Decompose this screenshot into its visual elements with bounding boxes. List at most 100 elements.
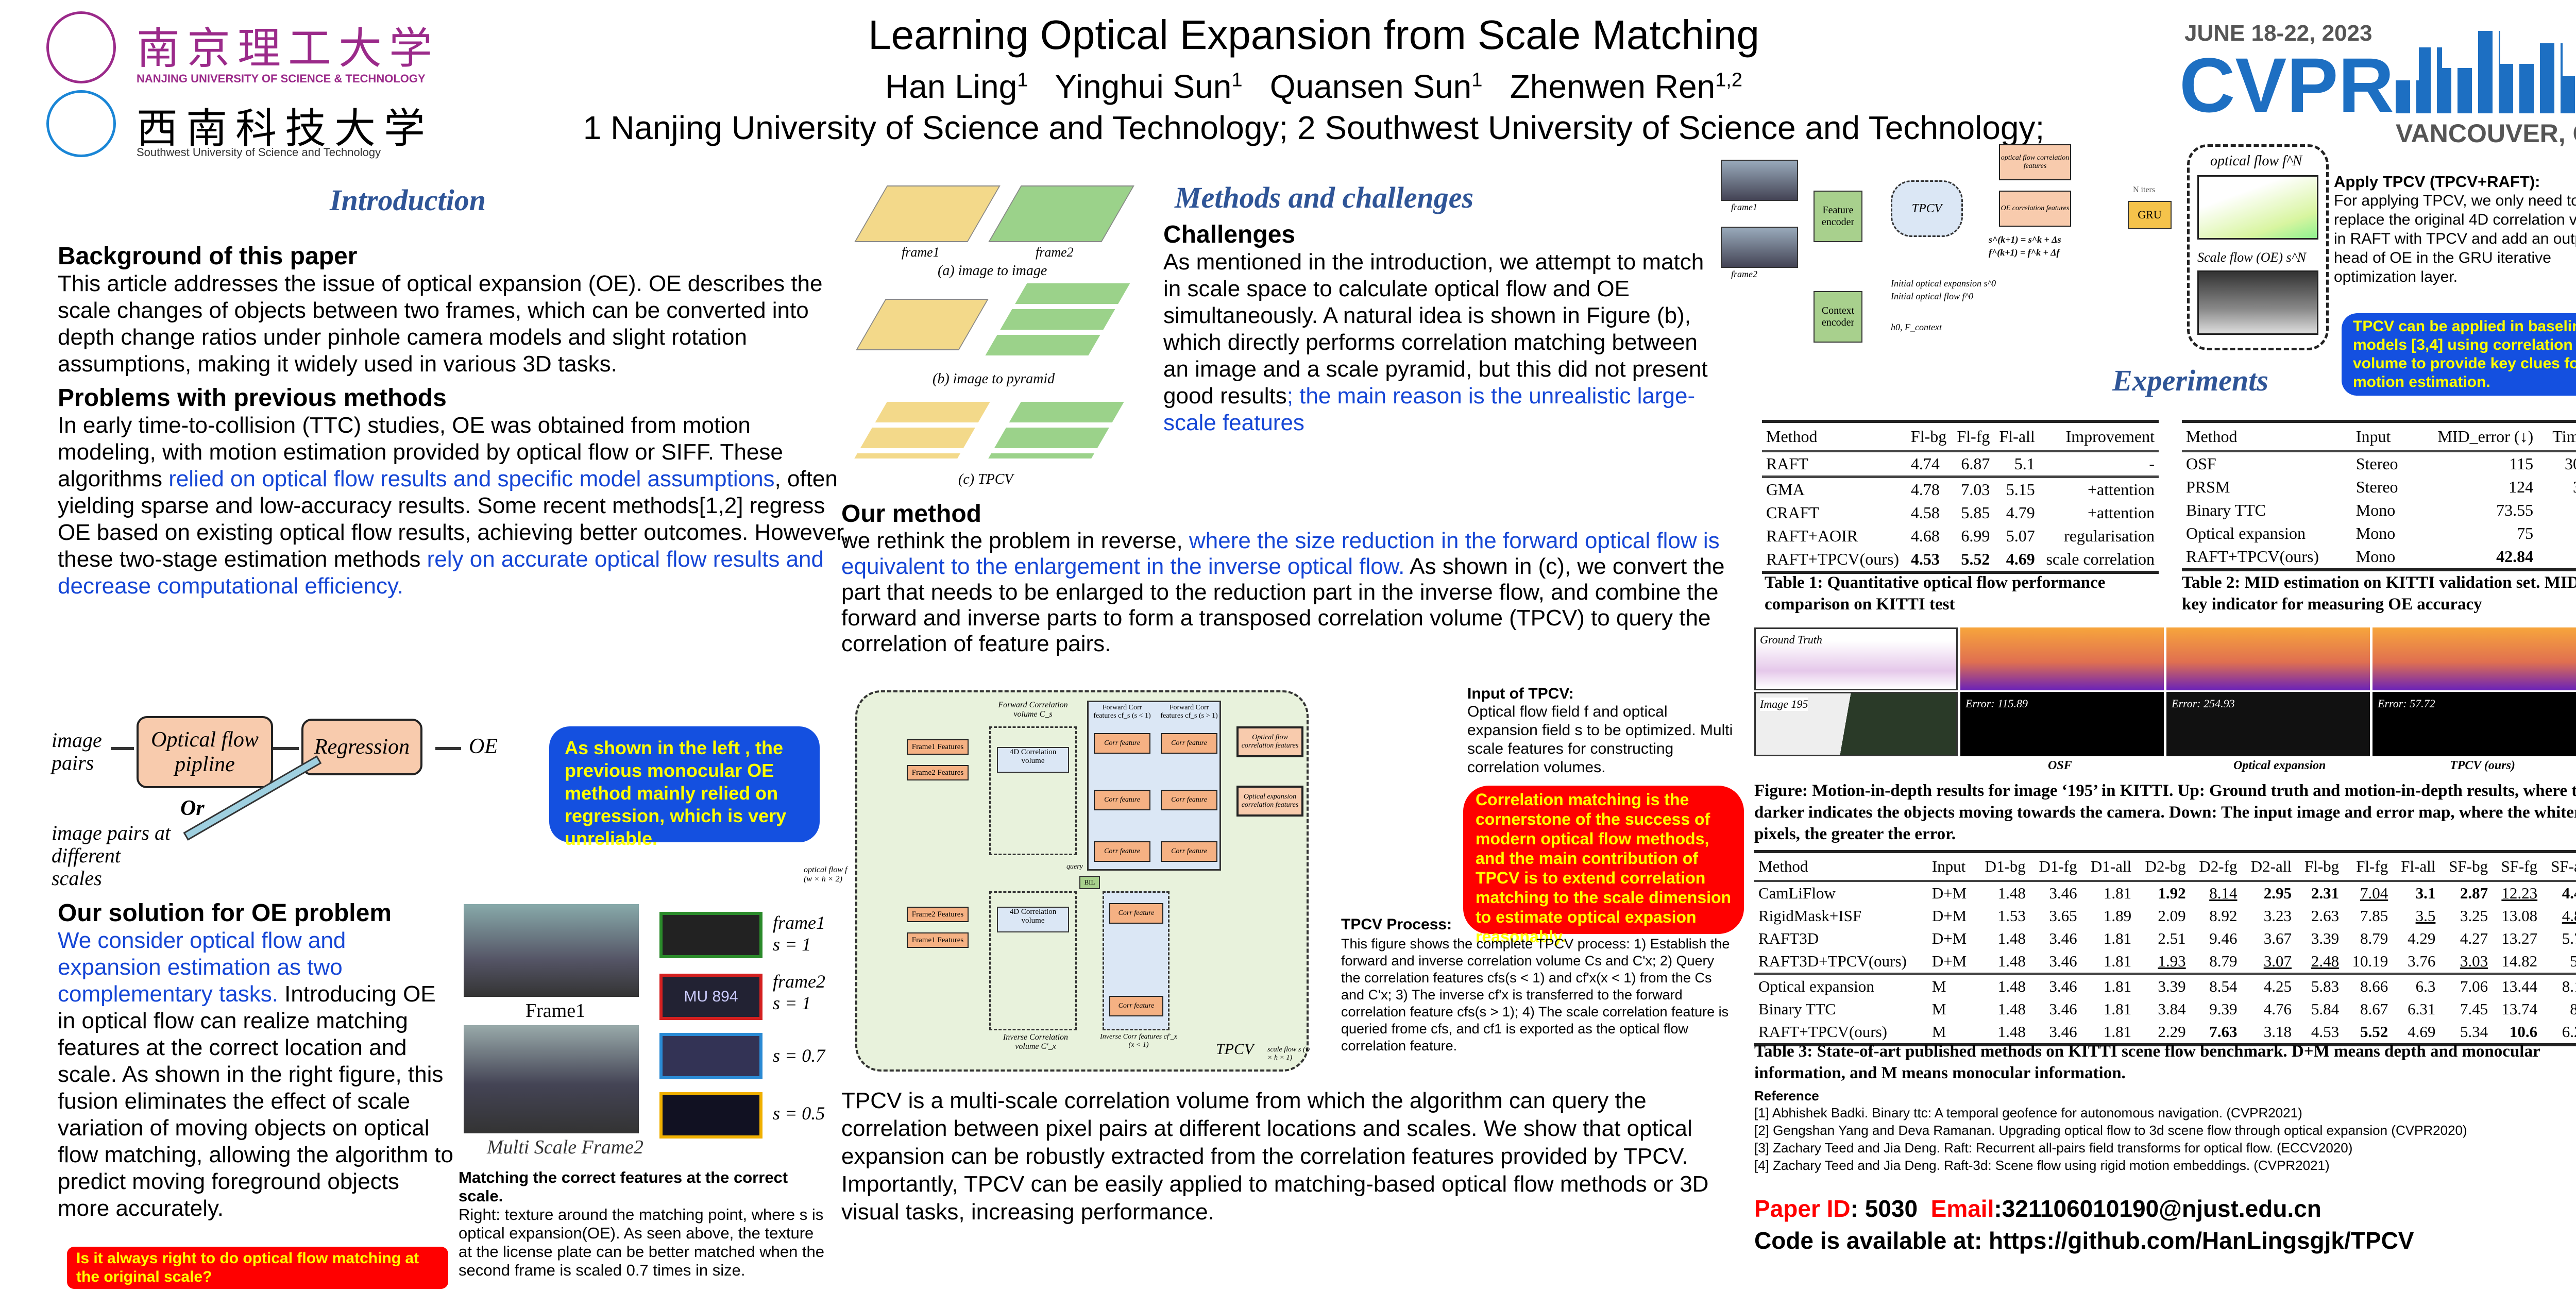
problems-title: Problems with previous methods xyxy=(58,384,447,412)
update-s-formula: s^(k+1) = s^k + Δs xyxy=(1989,234,2061,245)
table-cell: 3.39 xyxy=(2311,929,2340,947)
table-row: Optical expansionMono750.2 xyxy=(2182,522,2576,545)
table-cell: 8.67 xyxy=(2360,1000,2388,1018)
column-header: Method xyxy=(1754,852,1928,882)
table-cell: RAFT3D+TPCV(ours) xyxy=(1758,952,1907,970)
logo-swust: 西南科技大学 Southwest University of Science a… xyxy=(46,90,425,162)
caption-a: (a) image to image xyxy=(938,263,1047,279)
table-cell: 8.79 xyxy=(2360,929,2388,947)
table-cell: 4.69 xyxy=(2408,1023,2436,1041)
oe-depth-map xyxy=(2166,627,2370,690)
column-header: SF-fg xyxy=(2492,852,2542,882)
column-header: D2-all xyxy=(2241,852,2296,882)
column-header: D2-fg xyxy=(2190,852,2242,882)
apply-tpcv-section: Apply TPCV (TPCV+RAFT): For applying TPC… xyxy=(2334,173,2576,286)
table-cell: 0.2 xyxy=(2537,545,2576,570)
forward-corr-panel: Forward Corr features cf_s (s < 1) Forwa… xyxy=(1087,701,1221,871)
tpcv-label: TPCV (ours) xyxy=(2450,759,2515,772)
oe-output-image xyxy=(2197,270,2318,335)
challenges-title: Challenges xyxy=(1163,221,1296,248)
table-cell: RAFT xyxy=(1766,454,1808,473)
figure-caption: Matching the correct features at the cor… xyxy=(459,1168,829,1280)
or-label: Or xyxy=(180,796,205,820)
frame2-plane xyxy=(988,185,1134,242)
swust-name-cn: 西南科技大学 xyxy=(137,105,433,152)
table-cell: 6.21 xyxy=(2562,1023,2576,1041)
cvpr-logo: JUNE 18-22, 2023 CVPR VANCOUVER, CANADA xyxy=(2179,21,2576,155)
table-cell: 12.23 xyxy=(2501,884,2538,902)
frame1-plane xyxy=(854,185,1001,242)
frame2-thumb xyxy=(1721,227,1798,268)
table-cell: Mono xyxy=(2355,524,2396,542)
oe-error-map: Error: 254.93 xyxy=(2166,692,2370,756)
table-cell: 5.1 xyxy=(2014,454,2035,473)
caption-b: (b) image to pyramid xyxy=(933,371,1055,387)
table-cell: 1.81 xyxy=(2103,952,2132,970)
table-cell: 3.07 xyxy=(2263,952,2292,970)
table-cell: RAFT+AOIR xyxy=(1766,526,1858,545)
regression-box: Regression xyxy=(301,719,422,775)
table-cell: 3.18 xyxy=(2263,1023,2292,1041)
pyramid-stack-c2 xyxy=(988,402,1124,458)
skyline-icon xyxy=(2396,31,2576,113)
inverse-corr-panel: Corr feature Corr feature xyxy=(1103,891,1170,1030)
table-cell: 3.39 xyxy=(2136,973,2190,998)
oe-label: Optical expansion xyxy=(2233,759,2326,772)
table-cell: 1.53 xyxy=(1997,907,2026,925)
column-header: Fl-fg xyxy=(1952,421,1994,452)
column-header: Input xyxy=(1927,852,1976,882)
kitti-caption: Figure: Motion-in-depth results for imag… xyxy=(1754,782,2576,843)
apply-tpcv-title: Apply TPCV (TPCV+RAFT): xyxy=(2334,173,2540,191)
table2-caption: Table 2: MID estimation on KITTI validat… xyxy=(2182,573,2576,614)
author: Quansen Sun1 xyxy=(1269,68,1483,106)
table-cell: 4.27 xyxy=(2460,929,2488,947)
table-cell: 3.67 xyxy=(2263,929,2292,947)
forward-corr-label-gt: Forward Corr features cf_s (s > 1) xyxy=(1160,704,1218,720)
inverse-volume-label: Inverse Correlation volume C'_x xyxy=(1003,1033,1069,1051)
table-cell: 5.84 xyxy=(2311,1000,2340,1018)
code-link[interactable]: Code is available at: https://github.com… xyxy=(1754,1227,2414,1254)
references: Reference [1] Abhishek Badki. Binary ttc… xyxy=(1754,1088,2576,1174)
tpcv-error-map: Error: 57.72 xyxy=(2372,692,2576,756)
reference-item: [2] Gengshan Yang and Deva Ramanan. Upgr… xyxy=(1754,1123,2467,1138)
poster-header: Learning Optical Expansion from Scale Ma… xyxy=(515,10,2112,148)
column-header: SF-bg xyxy=(2439,852,2493,882)
table-cell: RAFT+TPCV(ours) xyxy=(1758,1023,1887,1041)
corr-feature-box: Corr feature xyxy=(1094,790,1150,810)
table-cell: 13.74 xyxy=(2501,1000,2538,1018)
table-cell: 4.69 xyxy=(2006,550,2035,568)
forward-volume xyxy=(989,726,1077,855)
contact-info: Paper ID: 5030 Email:321106010190@njust.… xyxy=(1754,1193,2576,1256)
table-cell: 3000 xyxy=(2565,454,2576,473)
table-cell: +attention xyxy=(2087,503,2155,522)
method-text: we rethink the problem in reverse, where… xyxy=(841,528,1725,656)
forward-volume-label: Forward Correlation volume C_s xyxy=(998,701,1068,719)
table-cell: 0.2 xyxy=(2537,522,2576,545)
table-cell: RAFT3D xyxy=(1758,929,1819,947)
table-cell: D+M xyxy=(1931,884,1967,902)
logo-njust: 南京理工大学 NANJING UNIVERSITY OF SCIENCE & T… xyxy=(46,11,432,85)
table-cell: 1.48 xyxy=(1975,973,2030,998)
flow-output-label: optical flow f^N xyxy=(2210,153,2302,169)
njust-name-en: NANJING UNIVERSITY OF SCIENCE & TECHNOLO… xyxy=(137,72,426,85)
table-cell: D+M xyxy=(1931,907,1967,925)
table-cell: 8.54 xyxy=(2190,973,2242,998)
solution-text: We consider optical flow and expansion e… xyxy=(58,928,453,1221)
table-cell: 5.83 xyxy=(2295,973,2344,998)
table-cell: GMA xyxy=(1762,475,1907,501)
corr-feature-box: Corr feature xyxy=(1094,733,1150,754)
table-cell: regularisation xyxy=(2064,526,2155,545)
correlation-volume-box: 4D Correlation volume xyxy=(997,907,1069,932)
table-cell: 6.3 xyxy=(2392,973,2440,998)
email-link[interactable]: :321106010190@njust.edu.cn xyxy=(1994,1195,2321,1222)
affiliations: 1 Nanjing University of Science and Tech… xyxy=(583,109,2045,147)
table-cell: 4.68 xyxy=(1910,526,1940,545)
feature-encoder-box: Feature encoder xyxy=(1814,191,1862,242)
table-cell: 8.66 xyxy=(2343,973,2393,998)
njust-name-cn: 南京理工大学 xyxy=(137,23,440,74)
